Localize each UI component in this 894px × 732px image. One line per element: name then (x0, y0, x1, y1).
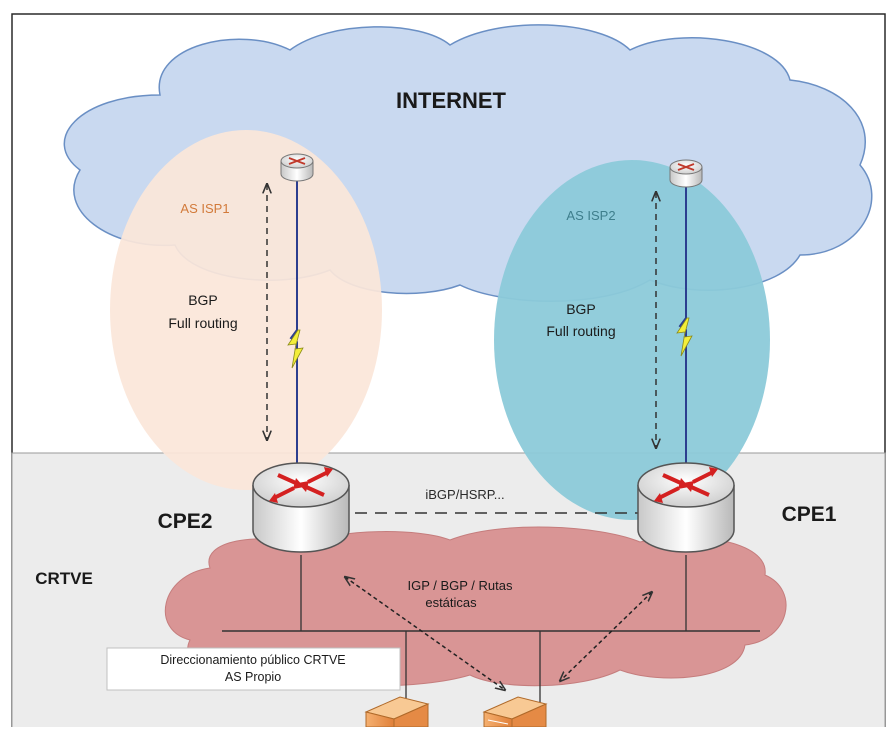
isp2-ellipse (494, 160, 770, 520)
isp2-wan-link (676, 186, 693, 478)
cpe1-router-icon (637, 462, 735, 553)
addressing-line1: Direccionamiento público CRTVE (160, 653, 345, 667)
isp1-protocol-line2: Full routing (168, 315, 237, 331)
ibgp-label: iBGP/HSRP... (425, 487, 504, 502)
cpe1-label: CPE1 (782, 503, 837, 526)
isp2-protocol-line2: Full routing (546, 323, 615, 339)
internet-label: INTERNET (396, 88, 507, 113)
cpe2-diagonal-arrow (345, 577, 505, 690)
isp1-ellipse (110, 130, 382, 490)
isp1-label: AS ISP1 (180, 201, 229, 216)
isp1-router-icon (280, 153, 314, 182)
isp2-label: AS ISP2 (566, 208, 615, 223)
isp1-protocol-line1: BGP (188, 292, 218, 308)
cpe1-diagonal-arrow (560, 592, 652, 681)
isp2-router-icon (669, 159, 703, 188)
cpe2-label: CPE2 (158, 510, 213, 533)
isp1-wan-link (287, 180, 304, 478)
lan-cloud-line1: IGP / BGP / Rutas (407, 578, 513, 593)
firewall-icon-1 (364, 696, 430, 728)
isp2-protocol-line1: BGP (566, 301, 596, 317)
firewall-icon-2 (482, 696, 548, 728)
addressing-line2: AS Propio (225, 670, 281, 684)
cpe2-router-icon (252, 462, 350, 553)
lan-cloud-line2: estáticas (425, 595, 477, 610)
site-label: CRTVE (35, 569, 93, 588)
addressing-box (106, 647, 401, 691)
